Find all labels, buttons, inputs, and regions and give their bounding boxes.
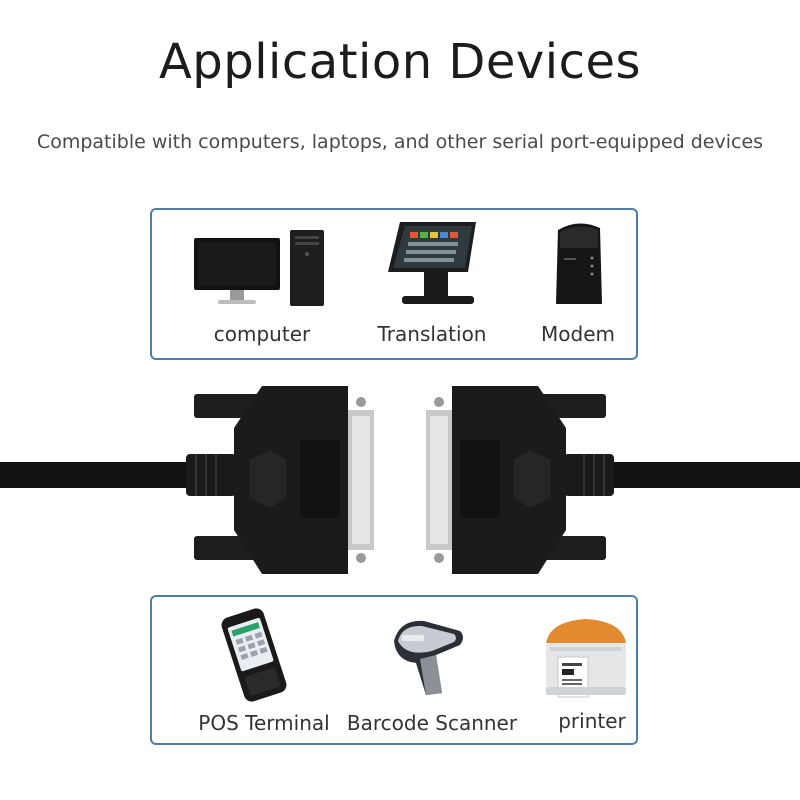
page-title: Application Devices: [158, 34, 642, 90]
device-label-computer: computer: [213, 322, 311, 346]
top-device-panel: computer Translation Modem: [150, 208, 638, 360]
modem-icon: [548, 218, 608, 310]
device-label-translation: Translation: [377, 322, 487, 346]
handheld-pos-icon: [204, 607, 304, 703]
device-label-modem: Modem: [541, 322, 615, 346]
desktop-computer-icon: [192, 228, 332, 310]
device-label-printer: printer: [558, 709, 626, 733]
pos-terminal-screen-icon: [380, 218, 490, 310]
device-label-barcode-scanner: Barcode Scanner: [346, 711, 518, 735]
label-printer-icon: [540, 613, 632, 701]
bottom-device-panel: POS Terminal Barcode Scanner printer: [150, 595, 638, 745]
db25-cable-illustration: [0, 380, 800, 580]
device-label-pos-terminal: POS Terminal: [198, 711, 330, 735]
page-subtitle: Compatible with computers, laptops, and …: [36, 131, 764, 153]
barcode-scanner-icon: [380, 611, 480, 701]
